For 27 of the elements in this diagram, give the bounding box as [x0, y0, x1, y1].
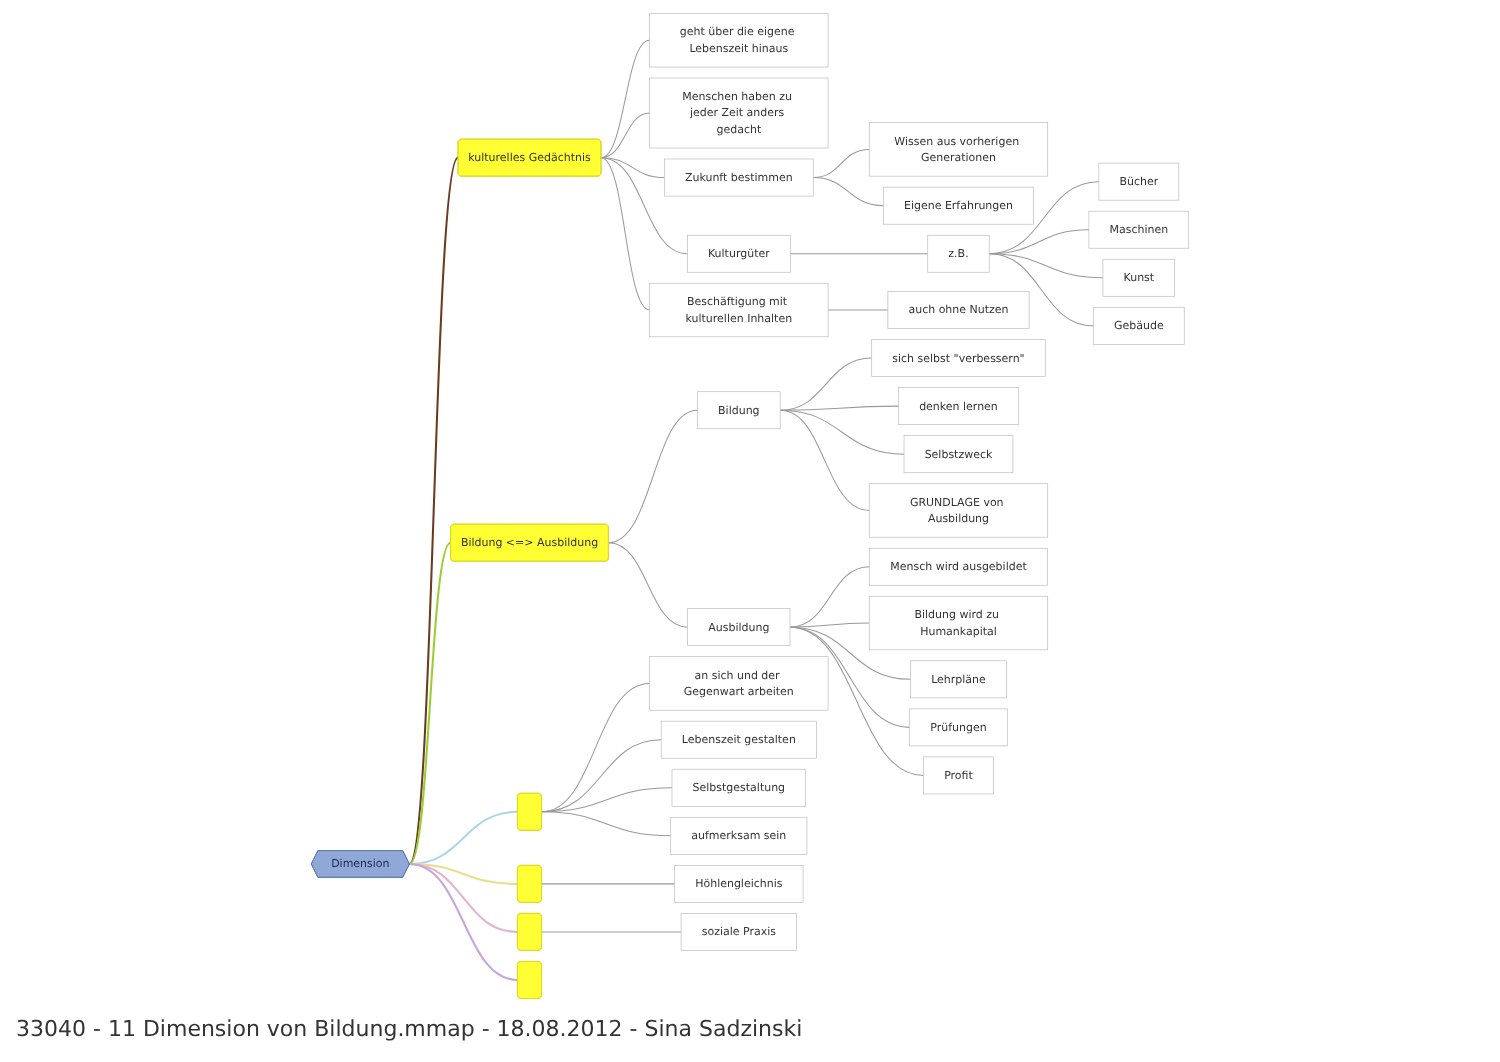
connector — [408, 157, 459, 865]
connector — [409, 862, 518, 981]
connector — [789, 622, 870, 628]
connector — [988, 253, 1104, 279]
connector — [541, 931, 682, 933]
connector — [789, 626, 925, 776]
connector — [789, 566, 871, 628]
connector — [779, 409, 870, 511]
connector — [600, 39, 651, 159]
connector — [541, 811, 672, 837]
connector — [812, 177, 884, 207]
connector — [409, 862, 518, 933]
connector — [607, 409, 698, 544]
connector — [541, 883, 676, 885]
connector — [600, 112, 651, 159]
connector — [600, 157, 688, 255]
connector — [779, 357, 873, 411]
connector — [408, 542, 452, 865]
connector — [812, 148, 870, 179]
connector — [607, 542, 689, 628]
connector — [541, 682, 651, 813]
connector — [827, 309, 889, 311]
connector — [600, 157, 665, 179]
footer-text: 33040 - 11 Dimension von Bildung.mmap - 18.08.2012 - Sina Sadzinski — [16, 1016, 803, 1042]
connector — [789, 253, 929, 255]
connector — [600, 157, 651, 311]
connector — [988, 253, 1094, 327]
